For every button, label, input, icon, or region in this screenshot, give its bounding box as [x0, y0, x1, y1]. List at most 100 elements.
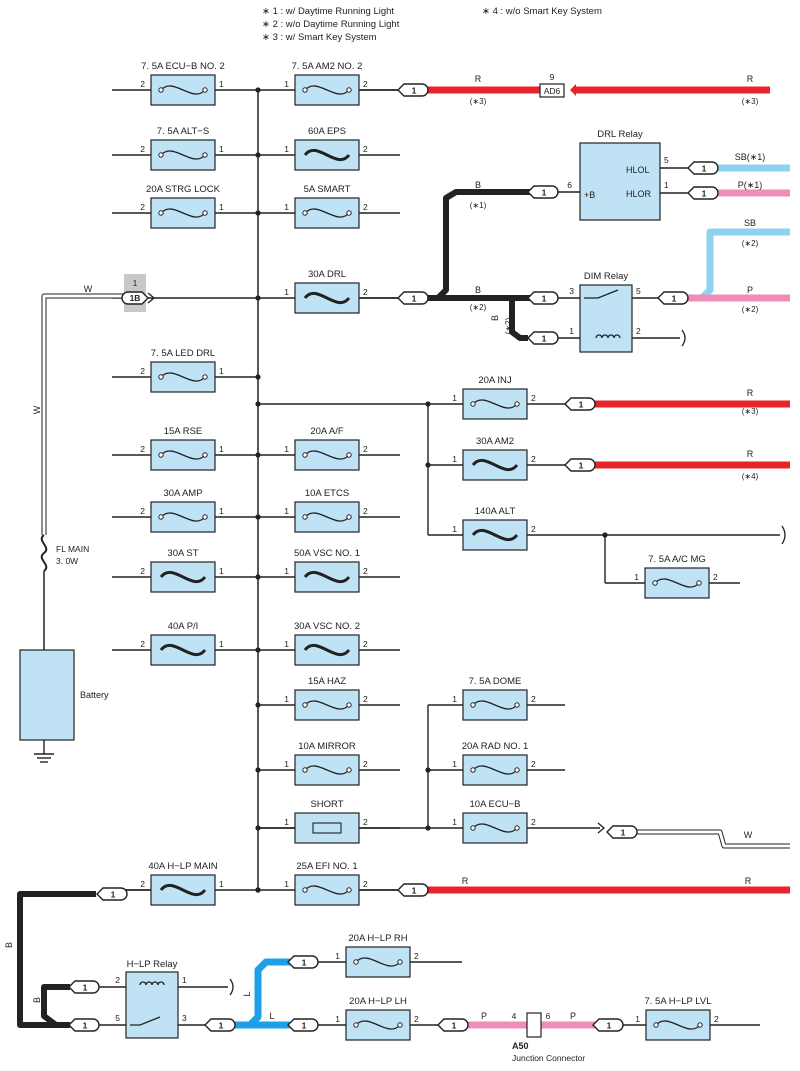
fuse-element: [471, 528, 519, 542]
wire-label: W: [84, 284, 93, 294]
legend: ∗ 1 : w/ Daytime Running Light ∗ 2 : w/o…: [0, 0, 800, 50]
relay-coil: [139, 981, 165, 986]
junction-dot: [255, 514, 261, 520]
fuse-element: [355, 957, 401, 967]
wire-w: [42, 294, 124, 535]
pin-number: 2: [140, 879, 145, 889]
fuse-terminal: [158, 152, 164, 158]
fuse-element: [303, 148, 351, 162]
fuse-label: SHORT: [310, 799, 343, 810]
junction-dot: [425, 767, 431, 773]
connector-label: A50: [512, 1041, 529, 1051]
fuse-terminal: [652, 580, 658, 586]
fuse-terminal: [202, 374, 208, 380]
wire-label: B: [4, 942, 14, 948]
pin-number: 2: [531, 694, 536, 704]
pin-number: 1: [219, 202, 224, 212]
junction-dot: [255, 647, 261, 653]
fuse-label: 7. 5A ALT−S: [157, 126, 209, 137]
pin-number: 1: [219, 639, 224, 649]
pin-number: 2: [363, 639, 368, 649]
pin-number: 2: [363, 759, 368, 769]
pin-number: 1: [284, 639, 289, 649]
pin-number: 2: [363, 694, 368, 704]
relay-switch: [130, 1016, 161, 1026]
connector-pin: 1B: [130, 293, 141, 303]
hlp-relay: [125, 971, 179, 1039]
fuse-terminal: [346, 514, 352, 520]
connector-pin: 1: [412, 86, 417, 96]
fuse-label: 15A HAZ: [308, 676, 346, 687]
wire-w: [637, 830, 790, 848]
wire-w: [41, 293, 124, 535]
fuse-terminal: [302, 887, 308, 893]
connector: [287, 955, 319, 969]
fuse-label: 40A H−LP MAIN: [148, 861, 217, 872]
connector-pin: 1: [111, 890, 116, 900]
fuse-terminal: [346, 887, 352, 893]
pin-number: 1: [219, 79, 224, 89]
wire-b: [509, 298, 528, 341]
fuse-terminal: [470, 825, 476, 831]
pin-number: 1: [335, 1014, 340, 1024]
fuse-element: [304, 765, 350, 775]
pin-number: 1: [452, 694, 457, 704]
pin-number: 2: [140, 79, 145, 89]
fuse-terminal: [397, 1022, 403, 1028]
wire-label: B: [475, 285, 481, 295]
pin-number: 1: [284, 144, 289, 154]
pin-number: 2: [140, 202, 145, 212]
junction-dot: [255, 401, 261, 407]
fuse-element: [472, 399, 518, 409]
fuse-element: [303, 643, 351, 657]
pin-number: 2: [363, 879, 368, 889]
pin-number: 3: [182, 1013, 187, 1023]
legend-item-2: ∗ 2 : w/o Daytime Running Light: [262, 19, 400, 30]
fuse-label: 30A ST: [167, 548, 198, 559]
fuse-terminal: [696, 580, 702, 586]
relay-pin-label: HLOR: [626, 189, 652, 199]
wire-b: [17, 891, 96, 1028]
fuse-terminal: [470, 401, 476, 407]
connector: [397, 291, 429, 305]
wire-continues: [681, 329, 686, 347]
fuse-terminal: [346, 702, 352, 708]
battery: [19, 649, 75, 741]
connector: [564, 458, 596, 472]
pin-number: 2: [363, 287, 368, 297]
legend-item-3: ∗ 3 : w/ Smart Key System: [262, 32, 377, 43]
connector-pin: 1: [412, 294, 417, 304]
pin-number: 2: [140, 506, 145, 516]
pin-number: 1: [284, 694, 289, 704]
battery-label: Battery: [80, 690, 109, 700]
pin-number: 1: [452, 759, 457, 769]
fuse-terminal: [302, 514, 308, 520]
wire-label: R: [475, 74, 482, 84]
connector-pin: 1: [542, 294, 547, 304]
wire-label: R: [747, 449, 754, 459]
pin-number: 2: [115, 975, 120, 985]
fuse-element: [160, 372, 206, 382]
wire-label: W: [32, 405, 42, 414]
connector: [606, 825, 638, 839]
fuse-element: [160, 450, 206, 460]
fuse-terminal: [302, 210, 308, 216]
fuse-terminal: [346, 767, 352, 773]
pin-number: 1: [664, 180, 669, 190]
fuse-terminal: [158, 514, 164, 520]
relay-switch: [584, 289, 619, 299]
pin-number: 2: [531, 524, 536, 534]
junction-dot: [255, 574, 261, 580]
pin-number: 2: [414, 951, 419, 961]
wire-b: [41, 984, 70, 1028]
terminal-arrow: [597, 822, 606, 834]
fuse-label: 10A MIRROR: [298, 741, 356, 752]
fuse-label: 30A AMP: [163, 488, 202, 499]
pin-number: 1: [284, 444, 289, 454]
wire-label: L: [242, 991, 252, 996]
pin-number: 9: [550, 72, 555, 82]
short-element: [312, 822, 342, 834]
pin-number: 2: [713, 572, 718, 582]
connector: [121, 291, 149, 305]
